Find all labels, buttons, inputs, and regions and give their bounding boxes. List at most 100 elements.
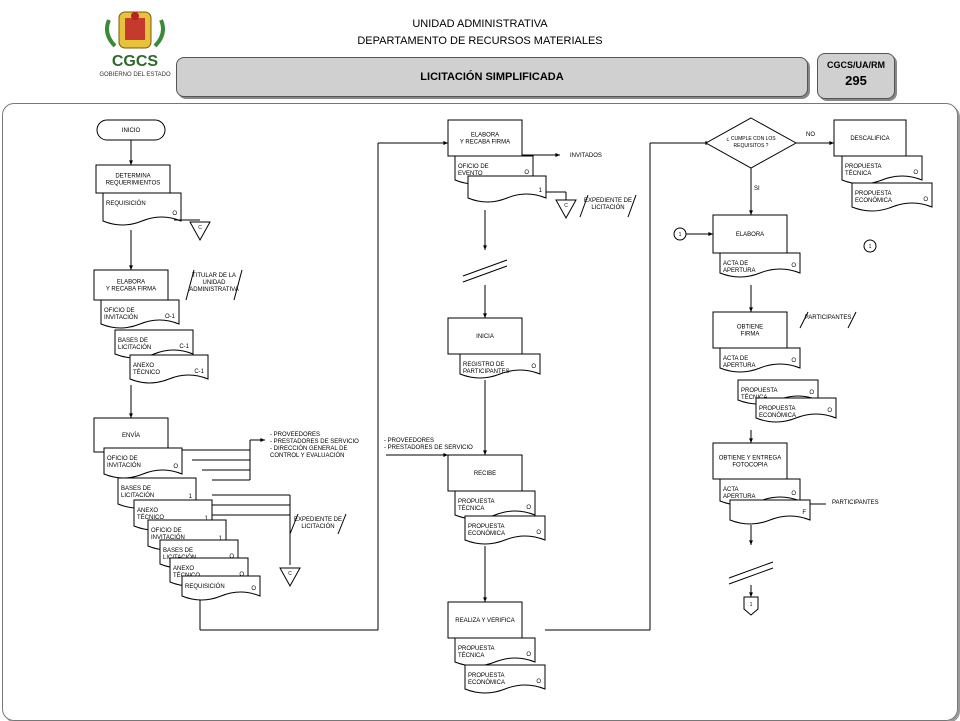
label-text: O [827,408,832,414]
connector-line [847,311,857,329]
connector-line [185,269,195,301]
arrow-head [260,438,265,442]
doc-copia-oficio [467,175,547,203]
label-text: REQUISITOS ? [734,143,769,149]
label-text: REQUERIMIENTOS [106,181,161,187]
arrow-head [443,141,448,145]
header-line-1: UNIDAD ADMINISTRATIVA [412,18,548,30]
label-text: TÉCNICA [741,394,767,401]
process-inicia [447,317,523,355]
process-realiza [447,601,523,639]
arrow-head [443,453,448,457]
archive-triangle [555,199,577,220]
label-text: INICIO [122,128,141,134]
label-text: BASES DE [163,548,193,554]
label-text: C-1 [179,344,189,350]
label-text: TÉCNICA [458,505,484,512]
arrow-head [708,232,713,236]
doc-propuesta-economica [464,515,546,545]
label-text: ANEXO [137,508,158,514]
arrow-head [749,210,753,215]
process-determina [95,164,171,194]
label-text: ACTA DE [723,261,748,267]
label-text: O [791,263,796,269]
doc-oficio-invitacion [100,299,180,329]
process-envia [93,417,169,453]
label-text: REGISTRO DE [463,362,504,368]
label-text: REQUISICIÓN [185,583,225,590]
label-text: O [791,491,796,497]
label-text: ECONÓMICA [468,679,505,686]
label-text: LICITACIÓN [118,344,151,351]
connector-line [728,567,774,585]
connector-line [728,561,774,579]
label-text: ENVÍA [122,432,140,439]
doc-fotocopia [729,499,811,525]
label-text: ANEXO [173,566,194,572]
procedure-number: 295 [845,73,867,88]
label-text: RECIBE [474,471,496,477]
label-text: 1 [219,536,223,542]
label-text: O [531,364,536,370]
label-text: ELABORA [471,133,499,139]
label-text: APERTURA [723,268,756,274]
label-text: - PROVEEDORES [384,438,434,444]
doc-propuesta-economica-4 [755,397,837,423]
label-text: Y RECABA FIRMA [460,140,510,146]
label-text: INVITACIÓN [107,462,141,469]
label-text: 1 [539,188,543,194]
label-text: BASES DE [121,486,151,492]
label-text: FIRMA [741,332,760,338]
label-text: ELABORA [117,280,145,286]
label-text: OFICIO DE [107,456,138,462]
label-text: EXPEDIENTE DE [294,517,342,523]
connector-line [579,194,589,218]
cgcs-logo: CGCS GOBIERNO DEL ESTADO [95,10,175,82]
label-text: O [524,170,529,176]
doc-acta-apertura-2 [719,347,801,373]
label-text: O [536,530,541,536]
label-text: ADMINISTRATIVA [189,287,238,293]
process-elabora [712,214,788,254]
label-text: LICITACIÓN [121,492,154,499]
label-text: EXPEDIENTE DE [584,198,632,204]
doc-requisicion [102,192,182,226]
label-text: F [802,510,806,516]
label-text: ANEXO [133,363,154,369]
label-text: ELABORA [736,232,764,238]
label-text: OFICIO DE [151,528,182,534]
connector-line [462,259,508,277]
arrow-head [829,141,834,145]
arrow-head [483,597,487,602]
label-text: O-1 [165,314,176,320]
label-text: PROPUESTA [855,191,892,197]
doc-propuesta-tecnica [454,490,536,520]
label-text: INVITACIÓN [151,534,185,541]
label-text: C [564,203,568,209]
label-text: - PRESTADORES DE SERVICIO [384,445,473,451]
label-text: C [288,571,292,577]
label-text: - PROVEEDORES [270,432,320,438]
connector-line [799,311,809,329]
label-text: PARTICIPANTES [832,500,879,506]
archive-triangle [189,221,211,242]
doc-propuesta-economica-3 [851,182,933,212]
logo-text: CGCS [112,53,159,70]
label-text: O [913,170,918,176]
logo-subtext: GOBIERNO DEL ESTADO [99,72,171,78]
label-text: DETERMINA [115,174,150,180]
label-text: O [526,652,531,658]
arrow-head [129,160,133,165]
label-text: PROPUESTA [458,646,495,652]
label-text: C-1 [194,369,204,375]
procedure-code-label: CGCS/UA/RM [827,60,885,70]
label-text: SI [754,186,760,192]
label-text: REQUISICIÓN [106,200,146,207]
connector-line [289,513,299,535]
label-text: PROPUESTA [468,673,505,679]
process-elabora-recaba [93,269,169,301]
doc-propuesta-economica-2 [464,664,546,694]
label-text: PROPUESTA [458,499,495,505]
label-text: O [229,554,234,560]
label-text: INVITADOS [570,153,602,159]
